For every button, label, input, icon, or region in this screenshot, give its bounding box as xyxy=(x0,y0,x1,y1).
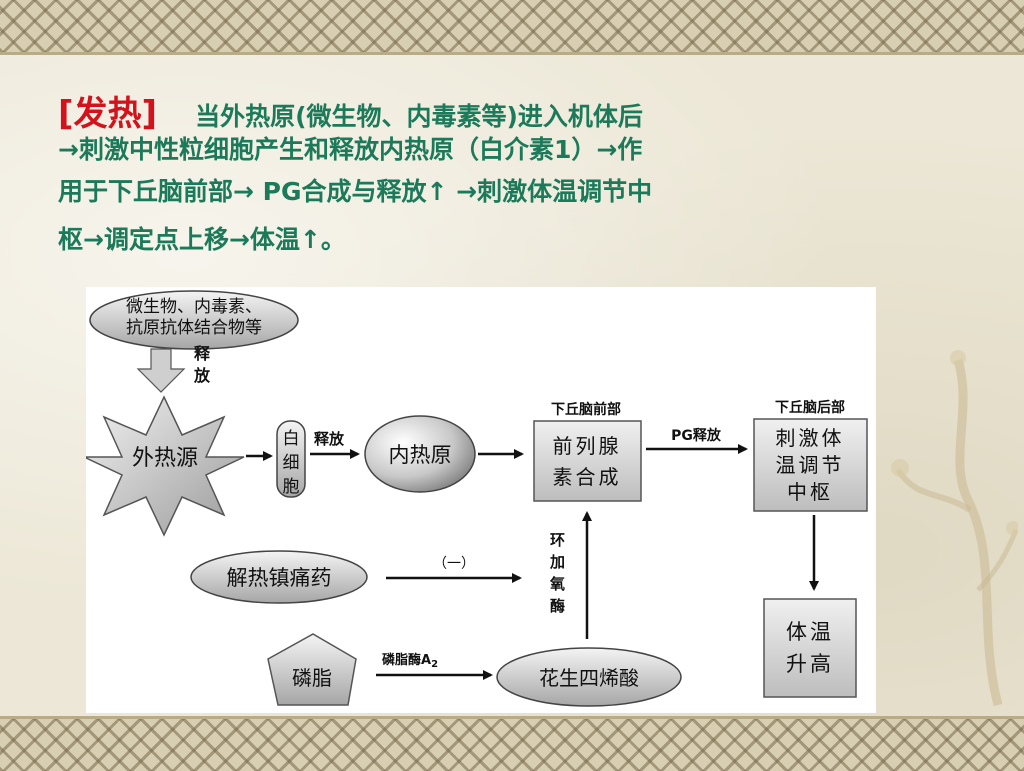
source-label-line1: 微生物、内毒素、 xyxy=(126,297,262,317)
phospholipid-pentagon-node: 磷脂 xyxy=(267,633,357,706)
title-text-block: [发热] 当外热原(微生物、内毒素等)进入机体后 →刺激中性粒细胞产生和释放内热原… xyxy=(58,90,888,264)
source-ellipse-node: 微生物、内毒素、 抗原抗体结合物等 xyxy=(89,290,299,350)
release-char-2: 放 xyxy=(193,366,211,385)
bottom-decorative-border xyxy=(0,716,1024,771)
fever-keyword: [发热] xyxy=(58,94,158,134)
temp-label-line2: 升高 xyxy=(786,652,834,676)
hypothalamus-posterior-label: 下丘脑后部 xyxy=(775,399,845,416)
arachidonic-label: 花生四烯酸 xyxy=(539,666,639,690)
prostaglandin-synthesis-box: 前列腺 素合成 xyxy=(533,420,642,502)
fever-mechanism-diagram: 微生物、内毒素、 抗原抗体结合物等 释 放 外热源 白 细 胞 释放 内热原 xyxy=(86,287,876,713)
pg-release-label: PG释放 xyxy=(671,427,722,444)
white-cell-char-1: 白 xyxy=(283,429,300,449)
source-label-line2: 抗原抗体结合物等 xyxy=(126,318,262,338)
release-arrow-down: 释 放 xyxy=(136,344,211,393)
prostaglandin-label-line1: 前列腺 xyxy=(553,434,622,458)
prostaglandin-label-line2: 素合成 xyxy=(553,465,622,489)
center-label-line3: 中枢 xyxy=(787,480,833,504)
white-cell-char-3: 胞 xyxy=(283,477,300,497)
antipyretic-drug-node: 解热镇痛药 xyxy=(190,550,368,604)
pla2-label: 磷脂酶A2 xyxy=(382,652,438,670)
release-label: 释放 xyxy=(314,430,345,448)
center-label-line2: 温调节 xyxy=(776,453,845,477)
antipyretic-label: 解热镇痛药 xyxy=(227,566,332,590)
cox-char-2: 加 xyxy=(549,553,565,571)
temperature-rise-box: 体温 升高 xyxy=(763,598,857,698)
cox-char-1: 环 xyxy=(550,531,565,549)
title-line-1: [发热] 当外热原(微生物、内毒素等)进入机体后 xyxy=(58,90,888,134)
temp-label-line1: 体温 xyxy=(786,620,834,644)
white-cell-char-2: 细 xyxy=(283,453,300,473)
inhibition-label: （一） xyxy=(433,556,475,572)
center-label-line1: 刺激体 xyxy=(776,426,845,450)
exogenous-pyrogen-label: 外热源 xyxy=(132,446,198,471)
exogenous-pyrogen-star-node: 外热源 xyxy=(86,395,245,537)
phospholipid-label: 磷脂 xyxy=(292,666,332,690)
title-line-4: 枢→调定点上移→体温↑。 xyxy=(58,225,346,254)
release-char-1: 释 xyxy=(194,344,211,363)
title-line-3: 用于下丘脑前部→ PG合成与释放↑ →刺激体温调节中 xyxy=(58,177,653,206)
top-decorative-border xyxy=(0,0,1024,55)
white-cell-node: 白 细 胞 xyxy=(276,420,306,498)
hypothalamus-anterior-label: 下丘脑前部 xyxy=(551,401,621,418)
title-line1-text: 当外热原(微生物、内毒素等)进入机体后 xyxy=(195,102,643,131)
endogenous-pyrogen-node: 内热原 xyxy=(364,415,476,493)
thermoregulation-center-box: 刺激体 温调节 中枢 xyxy=(753,418,868,512)
endogenous-pyrogen-label: 内热原 xyxy=(389,443,452,467)
plum-branch-decoration xyxy=(891,350,1018,707)
cox-char-4: 酶 xyxy=(550,597,565,615)
cox-char-3: 氧 xyxy=(549,575,565,593)
title-line-2: →刺激中性粒细胞产生和释放内热原（白介素1）→作 xyxy=(58,135,643,164)
arachidonic-acid-node: 花生四烯酸 xyxy=(496,647,682,707)
